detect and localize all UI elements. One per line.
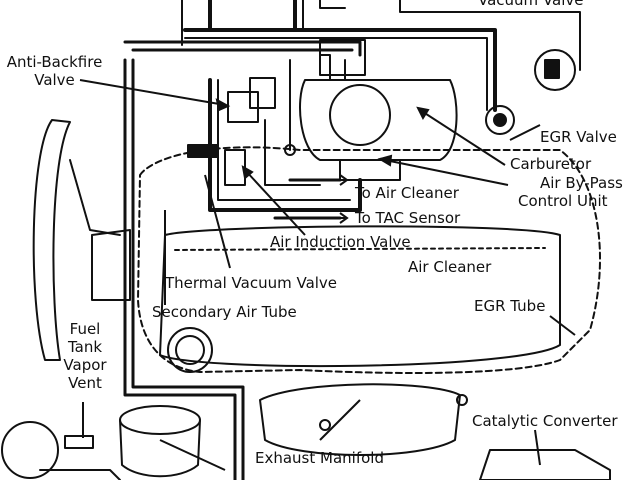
secondary-air-tube xyxy=(123,58,237,480)
egr-valve-label: EGR Valve xyxy=(540,128,617,146)
fuel-tank-label-line1: Fuel xyxy=(69,320,101,338)
air-bypass-label: Air By-Pass Control Unit xyxy=(510,174,623,210)
egr-valve-shape xyxy=(485,105,515,135)
steering-wheel xyxy=(32,119,71,361)
vacuum-valve-label: Vacuum Valve xyxy=(478,0,584,9)
exhaust-manifold-label: Exhaust Manifold xyxy=(255,449,384,467)
engine-outline xyxy=(137,146,601,374)
canister-shape xyxy=(119,405,201,435)
catalytic-converter-shape xyxy=(479,449,611,480)
vacuum-valve-shape xyxy=(534,49,576,91)
fuel-tank-label-line2: Tank xyxy=(67,338,103,356)
anti-backfire-label-line2: Valve xyxy=(34,71,75,89)
anti-backfire-label: Anti-Backfire Valve xyxy=(2,53,107,89)
secondary-air-tube-label: Secondary Air Tube xyxy=(152,303,297,321)
air-bypass-label-line2: Control Unit xyxy=(518,192,608,210)
exhaust-manifold xyxy=(259,383,461,456)
carburetor-label: Carburetor xyxy=(510,155,592,173)
air-bypass-label-line1: Air By-Pass xyxy=(540,174,623,192)
vacuum-hose-egr xyxy=(183,28,497,112)
fuel-tank-label-line3: Vapor xyxy=(63,356,107,374)
air-induction-valve-label: Air Induction Valve xyxy=(270,233,411,251)
thermal-vacuum-valve-label: Thermal Vacuum Valve xyxy=(165,274,338,292)
air-cleaner-outline xyxy=(159,225,561,368)
to-tac-sensor-label: To TAC Sensor xyxy=(355,209,461,227)
egr-tube-label: EGR Tube xyxy=(474,297,546,315)
firewall-outline xyxy=(91,229,131,301)
fuel-tank-vapor-vent-label: Fuel Tank Vapor Vent xyxy=(55,320,115,392)
anti-backfire-label-line1: Anti-Backfire xyxy=(6,53,103,71)
air-cleaner-label: Air Cleaner xyxy=(408,258,492,276)
catalytic-converter-label: Catalytic Converter xyxy=(472,412,618,430)
fuel-tank-label-line4: Vent xyxy=(68,374,102,392)
carburetor-body xyxy=(299,79,458,161)
to-air-cleaner-label: To Air Cleaner xyxy=(355,184,459,202)
